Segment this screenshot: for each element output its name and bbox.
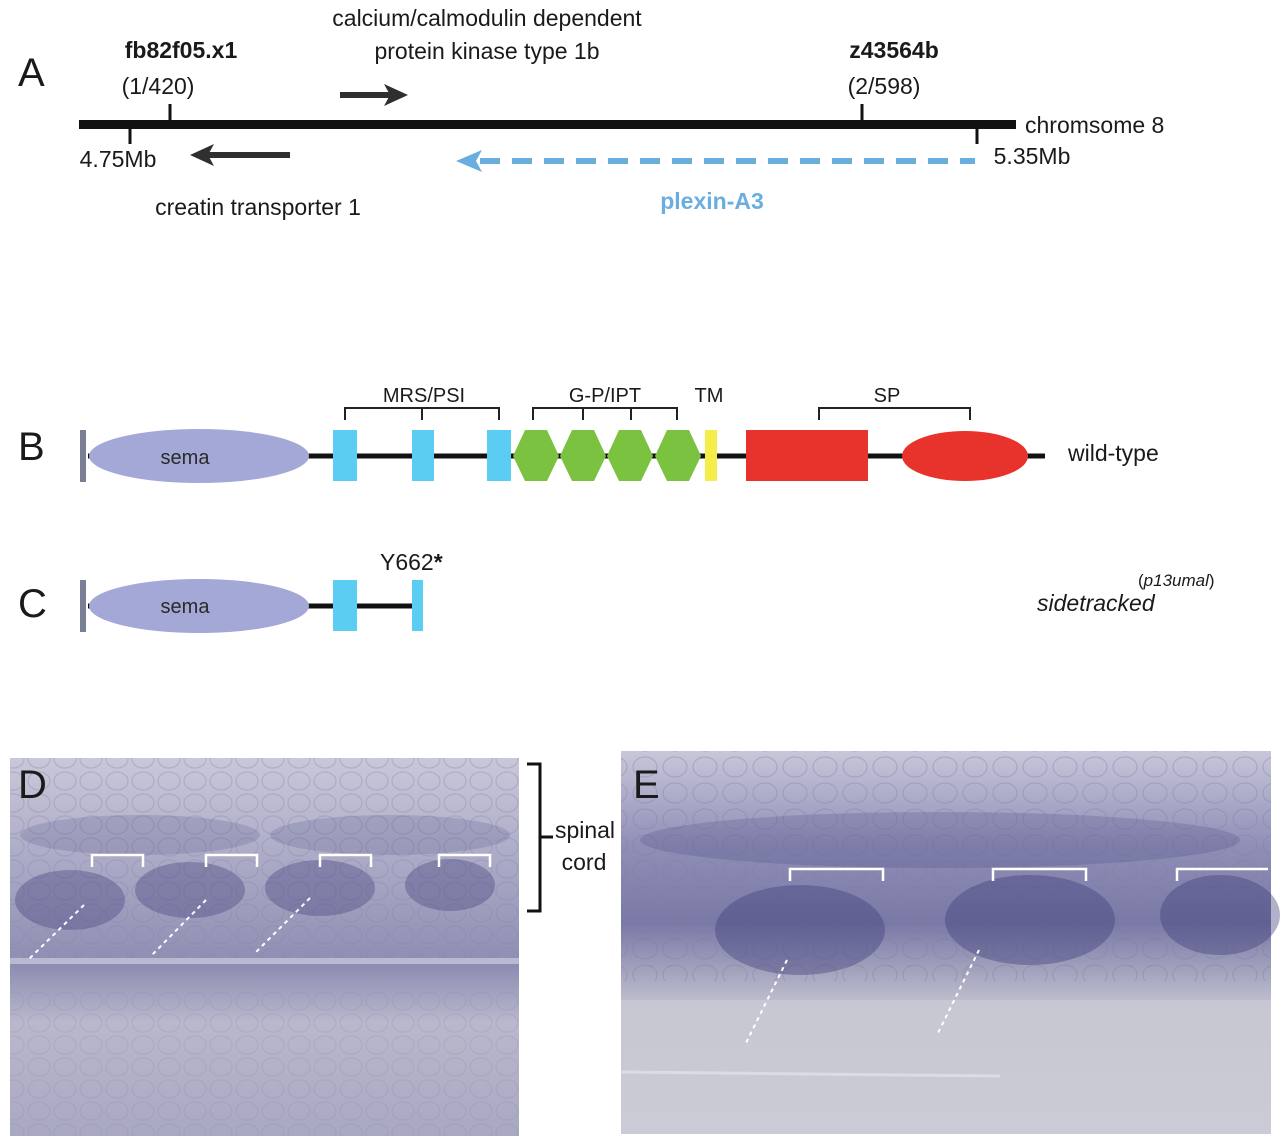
ipt-domain-4 <box>655 430 701 481</box>
panel-b-letter: B <box>18 425 45 469</box>
tm-label: TM <box>695 385 724 407</box>
arrow-left-icon <box>190 144 290 166</box>
variant-allele-text: p13umal <box>1143 571 1210 590</box>
gp-ipt-label: G-P/IPT <box>569 385 641 407</box>
panel-c: C sema Y662* sidetracked (p13umal) <box>18 549 1215 633</box>
micrograph-e-stain <box>640 812 1280 975</box>
psi-domain-1 <box>333 430 357 481</box>
sema-domain <box>89 429 309 483</box>
variant-allele: (p13umal) <box>1138 571 1215 590</box>
gene-plexin: plexin-A3 <box>660 188 764 214</box>
sp-label: SP <box>874 385 901 407</box>
gp-ipt-bracket <box>532 407 678 420</box>
mutation-star: * <box>434 549 443 575</box>
marker-left-name: fb82f05.x1 <box>125 37 238 63</box>
panel-e-brackets <box>788 867 1268 881</box>
sp-domain-1 <box>746 430 868 481</box>
marker-right-name: z43564b <box>849 37 939 63</box>
marker-left-ratio: (1/420) <box>122 73 195 99</box>
mutation-name: Y662 <box>380 549 434 575</box>
sp-domain-2 <box>902 431 1028 481</box>
ipt-domain-3 <box>607 430 653 481</box>
chromosome-label: chromsome 8 <box>1025 112 1164 138</box>
spinal-cord-label-line2: cord <box>562 849 607 875</box>
truncated-signal-peptide <box>80 580 86 632</box>
arrow-right-icon <box>340 84 408 106</box>
plexin-dashed-arrow-icon <box>456 150 975 172</box>
mutation-label: Y662* <box>380 549 443 575</box>
pos-left-label: 4.75Mb <box>80 146 157 172</box>
ipt-domain-1 <box>513 430 559 481</box>
wild-type-label: wild-type <box>1067 440 1159 466</box>
panel-a-letter: A <box>18 51 45 95</box>
truncated-psi-domain-1 <box>333 580 357 631</box>
truncated-sema-domain <box>89 579 309 633</box>
panel-a: A calcium/calmodulin dependent protein k… <box>18 5 1164 220</box>
panel-c-letter: C <box>18 582 47 626</box>
chromosome-bar <box>79 120 1016 129</box>
spinal-cord-label-line1: spinal <box>555 817 615 843</box>
micrograph-d-cells <box>10 758 519 958</box>
panel-e: E <box>620 751 1280 1134</box>
panel-d-letter: D <box>18 763 47 807</box>
spinal-cord-bracket <box>527 762 542 913</box>
mrs-psi-bracket <box>344 407 500 420</box>
gene-calcium-line2: protein kinase type 1b <box>374 38 599 64</box>
pos-right-label: 5.35Mb <box>994 143 1071 169</box>
signal-peptide <box>80 430 86 482</box>
ipt-domain-2 <box>560 430 606 481</box>
micrograph-e-cells <box>621 751 1271 981</box>
panel-d-axon-lines <box>27 897 311 961</box>
micrograph-d-notochord-edge <box>10 958 519 964</box>
gene-creatin: creatin transporter 1 <box>155 194 361 220</box>
micrograph-d-cells-lower <box>10 990 519 1136</box>
truncated-psi-domain-2 <box>412 580 423 631</box>
psi-domain-3 <box>487 430 511 481</box>
marker-right-ratio: (2/598) <box>848 73 921 99</box>
micrograph-e-notochord <box>621 1000 1271 1134</box>
tm-domain <box>705 430 717 481</box>
panel-e-letter: E <box>633 763 660 807</box>
panel-b: B sema MRS/PSI G-P/IPT TM SP wi <box>18 385 1159 483</box>
mrs-psi-label: MRS/PSI <box>383 385 465 407</box>
micrograph-d-stain <box>15 815 510 930</box>
sp-bracket <box>818 407 971 420</box>
panel-d: D spinal cord <box>10 758 615 1136</box>
sema-label: sema <box>161 447 211 469</box>
micrograph-e-edge <box>620 1070 1001 1078</box>
panel-d-brackets <box>90 853 492 867</box>
variant-name: sidetracked <box>1037 590 1156 616</box>
truncated-sema-label: sema <box>161 596 211 618</box>
psi-domain-2 <box>412 430 434 481</box>
gene-calcium-line1: calcium/calmodulin dependent <box>332 5 642 31</box>
